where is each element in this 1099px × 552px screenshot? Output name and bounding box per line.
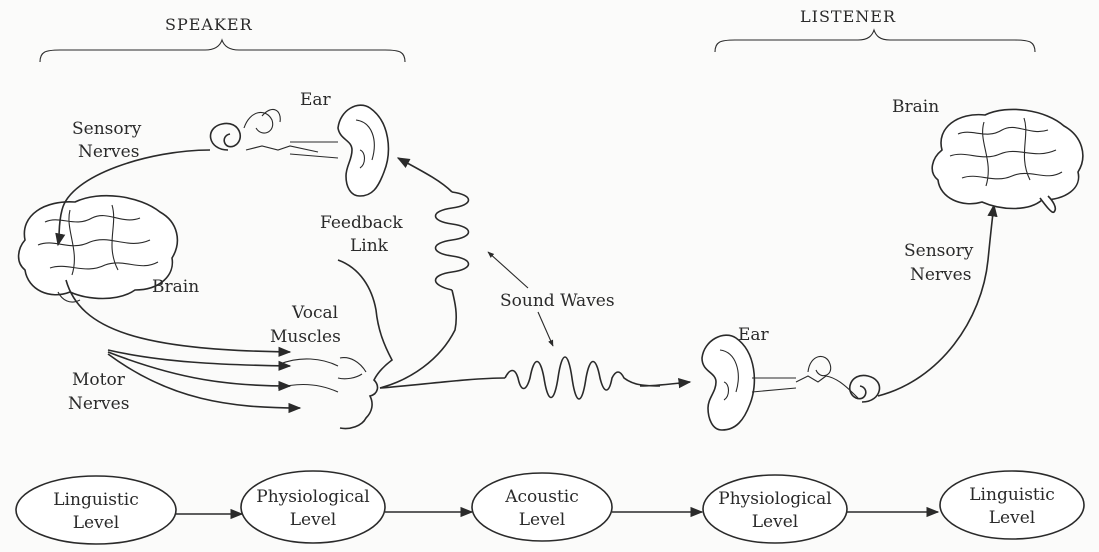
level-node-text-5a: Linguistic [969,485,1054,505]
feedback-to-ear-arrow [398,158,452,192]
level-node-acoustic: Acoustic Level [472,473,612,541]
level-node-text-3b: Level [519,510,565,530]
sound-waves-label: Sound Waves [500,291,615,311]
motor-nerves-label-2: Nerves [68,394,129,414]
speaker-ear-icon [338,105,388,196]
listener-header: LISTENER [800,7,896,26]
listener-brain-label: Brain [892,97,939,117]
level-node-linguistic-speaker: Linguistic Level [16,476,176,544]
speaker-header: SPEAKER [165,15,253,34]
level-node-text-1b: Level [73,513,119,533]
level-node-text-2a: Physiological [256,487,369,507]
motor-nerve-path-3 [108,352,290,386]
listener-sensory-nerve-path [878,205,994,396]
speaker-sensory-nerves-label-2: Nerves [78,142,139,162]
feedback-link-label-2: Link [350,236,389,256]
level-node-physiological-listener: Physiological Level [703,475,847,543]
listener-ear-icon [702,335,754,430]
level-node-text-3a: Acoustic [504,487,579,507]
listener-ear-label: Ear [738,325,770,345]
sound-wave [505,357,660,399]
speaker-ear-label: Ear [300,90,332,110]
level-node-text-5b: Level [989,508,1035,528]
vocal-muscles-label-2: Muscles [270,327,341,347]
feedback-wave [436,192,469,290]
sound-waves-pointer-down [538,312,553,346]
feedback-link-label-1: Feedback [320,213,403,233]
level-node-text-4a: Physiological [718,489,831,509]
level-node-text-4b: Level [752,512,798,532]
speaker-brace [40,40,405,62]
level-node-text-1a: Linguistic [53,490,138,510]
vocal-muscles-label-1: Vocal [291,303,338,323]
sound-waves-pointer-up [488,252,528,288]
listener-brace [715,30,1035,52]
listener-sensory-nerves-label-1: Sensory [904,241,974,261]
speaker-brain-label: Brain [152,277,199,297]
speaker-sensory-nerves-label-1: Sensory [72,119,142,139]
motor-nerves-label-1: Motor [72,370,126,390]
level-node-linguistic-listener: Linguistic Level [940,471,1084,539]
speaker-inner-ear-icon [211,109,338,158]
motor-nerve-path-2 [108,350,290,366]
level-node-physiological-speaker: Physiological Level [241,471,385,543]
level-node-text-2b: Level [290,510,336,530]
sound-wave-arrow [640,382,690,386]
listener-inner-ear-icon [752,356,879,402]
listener-sensory-nerves-label-2: Nerves [910,265,971,285]
mouth-to-feedback-path [380,290,456,388]
listener-brain-icon [932,109,1083,212]
level-chain: Linguistic Level Physiological Level Aco… [16,471,1084,544]
sound-to-listener-path [380,378,505,388]
